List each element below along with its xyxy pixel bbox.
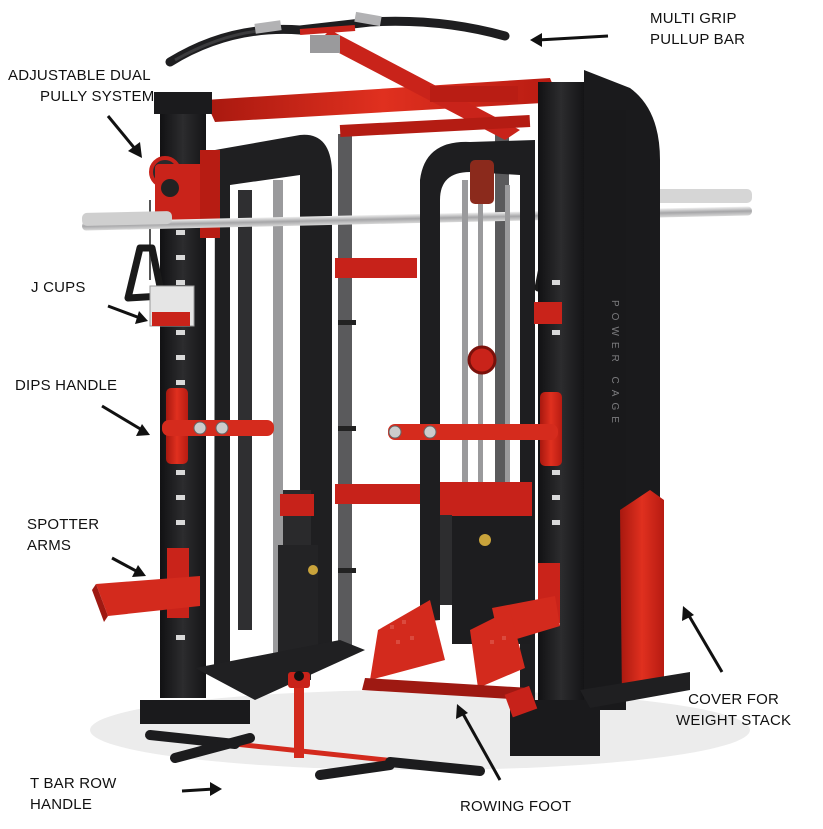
label-line: PULLUP BAR — [650, 31, 746, 48]
left-dips-handle — [162, 388, 274, 464]
rowing-foot-plate — [362, 600, 530, 700]
label-j-cups: J CUPS — [31, 277, 86, 298]
arrow-pulley-icon — [106, 115, 142, 158]
arrow-t-bar-icon — [181, 782, 222, 796]
rear-crossbar-bottom — [335, 484, 425, 504]
top-frame — [205, 30, 560, 140]
label-line: T BAR ROW — [30, 775, 117, 792]
label-line: J CUPS — [31, 279, 86, 296]
label-line: ROWING FOOT — [460, 798, 572, 815]
label-cover-weight-stack: COVER FOR WEIGHT STACK — [676, 689, 791, 731]
label-line: DIPS HANDLE — [15, 377, 118, 394]
left-base — [140, 640, 365, 724]
right-dips-handle — [388, 392, 562, 466]
label-line: ARMS — [27, 537, 72, 554]
right-base — [504, 672, 690, 756]
right-j-cup — [534, 302, 562, 324]
arrow-cover-icon — [682, 606, 724, 673]
callout-arrows — [101, 33, 724, 796]
arrow-multi-grip-icon — [530, 33, 609, 47]
arrow-j-cups-icon — [107, 304, 148, 324]
label-line: PULLY SYSTEM — [40, 88, 155, 105]
rear-crossbar-top — [335, 258, 417, 278]
label-dips-handle: DIPS HANDLE — [15, 375, 117, 396]
label-adjustable-dual-pulley: ADJUSTABLE DUAL PULLY SYSTEM — [8, 65, 154, 107]
label-line: MULTI GRIP — [650, 10, 737, 27]
label-multi-grip-pullup-bar: MULTI GRIP PULLUP BAR — [650, 8, 745, 50]
t-bar-row-handle — [145, 671, 485, 780]
power-cage-side-text: POWER CAGE — [609, 300, 620, 429]
left-spotter-arm — [92, 548, 200, 622]
label-line: HANDLE — [30, 796, 93, 813]
multi-grip-pullup-bar — [165, 11, 510, 67]
arrow-rowing-foot-icon — [456, 704, 502, 781]
left-inner-frame — [214, 134, 332, 680]
label-t-bar-row-handle: T BAR ROW HANDLE — [30, 773, 117, 815]
label-line: COVER FOR — [688, 691, 780, 708]
arrow-spotter-arms-icon — [111, 556, 146, 577]
label-line: WEIGHT STACK — [676, 712, 792, 729]
label-line: ADJUSTABLE DUAL — [8, 67, 151, 84]
label-rowing-foot: ROWING FOOT — [460, 796, 571, 817]
label-spotter-arms: SPOTTER ARMS — [27, 514, 99, 556]
label-line: SPOTTER — [27, 516, 100, 533]
weight-stack-cover — [620, 490, 664, 700]
arrow-dips-handle-icon — [101, 404, 150, 436]
center-pulley-icon — [467, 345, 497, 375]
